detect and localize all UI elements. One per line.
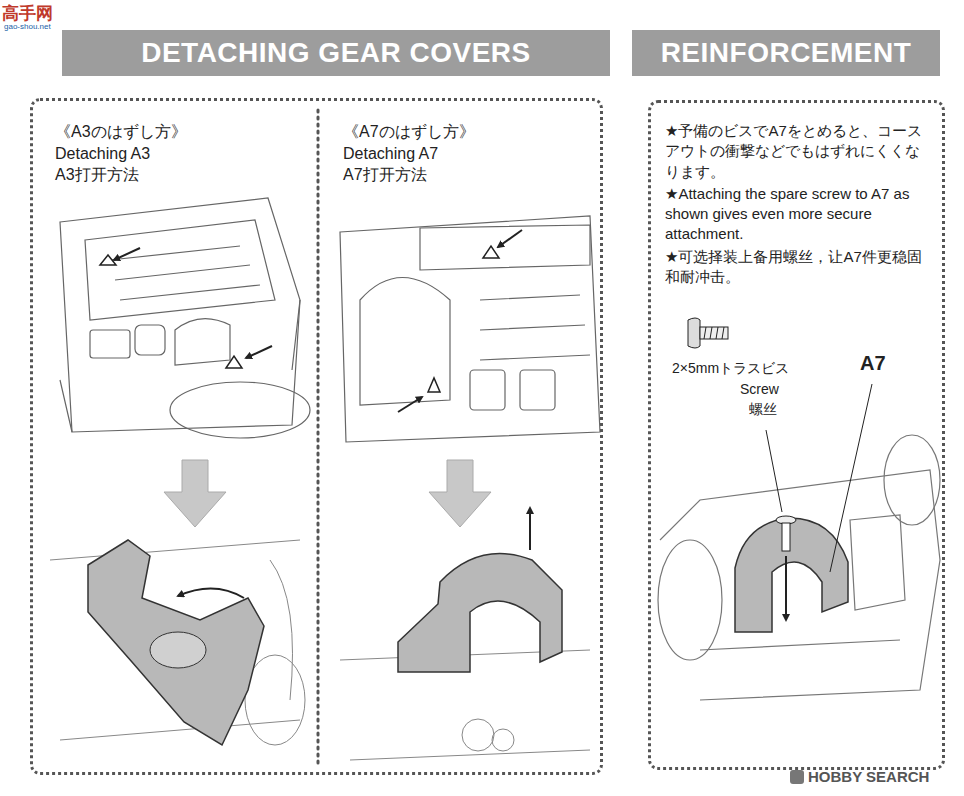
label-anchor: HOBBY SEARCH	[808, 768, 929, 785]
insert-arrow	[785, 556, 787, 620]
instruction-panel: 《A3のはずし方》Detaching A3A3打开方法《A7のはずし方》Deta…	[30, 98, 603, 775]
step-heading: 《A3のはずし方》	[55, 121, 317, 143]
panel-divider	[317, 110, 320, 765]
push-arrow	[246, 346, 272, 358]
section-heading: REINFORCEMENT	[661, 37, 912, 69]
step-arrow	[429, 460, 491, 527]
label-anchor: 螺丝	[749, 401, 777, 419]
step-heading: A3打开方法	[55, 164, 317, 186]
push-arrow	[398, 397, 422, 412]
step-heading: A7打开方法	[343, 164, 593, 186]
note-text: ★可选择装上备用螺丝，让A7件更稳固和耐冲击。	[665, 247, 933, 288]
header-band: REINFORCEMENT	[632, 30, 940, 76]
clip-tab	[100, 255, 116, 265]
label-anchor: 高手网	[2, 2, 53, 25]
section-heading: DETACHING GEAR COVERS	[141, 37, 531, 69]
gear-cover-a7	[398, 554, 562, 672]
note-text: ★Attaching the spare screw to A7 as show…	[665, 184, 933, 245]
label-anchor: 2×5mmトラスビス	[672, 360, 789, 378]
chassis-drawing	[60, 198, 310, 438]
gear-cover-a3	[88, 540, 264, 745]
watermark: 高手网	[2, 2, 53, 25]
part-label: 螺丝	[749, 401, 777, 419]
label-anchor: A7	[860, 352, 886, 375]
label-anchor: Screw	[740, 381, 779, 397]
instruction-panel: ★予備のビスでA7をとめると、コースアウトの衝撃などでもはずれにくくなります。★…	[648, 100, 945, 770]
screw-icon	[688, 318, 728, 348]
chassis-drawing	[658, 435, 940, 700]
step-heading: 《A7のはずし方》	[343, 121, 593, 143]
part-name: A7	[860, 352, 886, 375]
step-heading: Detaching A7	[343, 143, 593, 165]
watermark-logo	[790, 770, 804, 784]
note-text: ★予備のビスでA7をとめると、コースアウトの衝撃などでもはずれにくくなります。	[665, 121, 933, 182]
header-band: DETACHING GEAR COVERS	[62, 30, 610, 76]
text-column: ★予備のビスでA7をとめると、コースアウトの衝撃などでもはずれにくくなります。★…	[665, 121, 933, 289]
cover-hole	[150, 632, 206, 668]
chassis-drawing	[50, 540, 305, 745]
text-column: 《A3のはずし方》Detaching A3A3打开方法	[55, 121, 317, 186]
text-column: 《A7のはずし方》Detaching A7A7打开方法	[343, 121, 593, 186]
part-label: Screw	[740, 381, 779, 397]
push-arrow	[498, 230, 522, 247]
clip-tab	[483, 246, 499, 258]
part-label: 2×5mmトラスビス	[672, 360, 789, 378]
rotate-arrow	[178, 588, 244, 598]
gear-cover-a7	[735, 518, 848, 632]
label-anchor: gao-shou.net	[4, 22, 51, 31]
clip-tab	[428, 378, 440, 392]
watermark: HOBBY SEARCH	[808, 768, 929, 785]
lift-arrow	[529, 508, 531, 550]
chassis-drawing	[340, 216, 600, 442]
screw-part	[776, 516, 796, 551]
watermark: gao-shou.net	[4, 22, 51, 31]
leader-line	[766, 430, 782, 512]
clip-tab	[226, 356, 242, 368]
leader-line	[830, 384, 872, 572]
push-arrow	[114, 248, 140, 260]
step-arrow	[164, 460, 226, 527]
step-heading: Detaching A3	[55, 143, 317, 165]
